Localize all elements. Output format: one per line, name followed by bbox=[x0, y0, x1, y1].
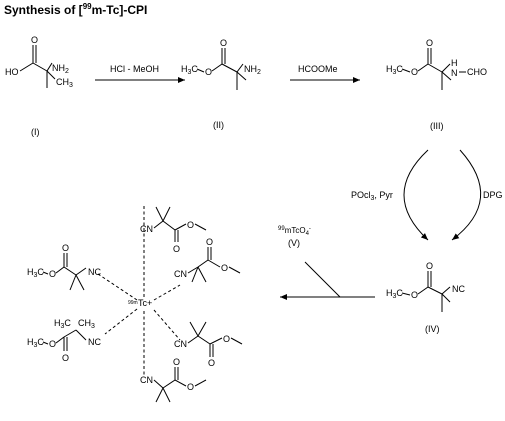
ligand-ur-cn: CN bbox=[174, 269, 187, 279]
ligand-bottom-cn: CN bbox=[140, 375, 153, 385]
label-ii: (II) bbox=[213, 120, 224, 130]
atom-nh2: NH2 bbox=[244, 64, 261, 76]
label-v: (V) bbox=[288, 238, 300, 248]
atom-n: N bbox=[451, 68, 458, 78]
atom-nc: NC bbox=[452, 284, 465, 294]
atom-o: O bbox=[31, 35, 38, 45]
compound-iv: H3C O O NC (IV) bbox=[386, 261, 465, 334]
ligand-ul-o: O bbox=[49, 269, 56, 279]
ligand-top-o2: O bbox=[187, 220, 194, 230]
reagent-hcl-meoh: HCl - MeOH bbox=[110, 64, 159, 74]
atom-o-ester: O bbox=[411, 290, 418, 300]
atom-h: H bbox=[451, 58, 458, 68]
reagent-pocl3-pyr: POcl3, Pyr bbox=[351, 190, 393, 202]
ligand-ur-o-carbonyl: O bbox=[206, 237, 213, 247]
ligand-ur-o: O bbox=[221, 263, 228, 273]
compound-iii: H3C O O H N CHO (III) bbox=[386, 38, 487, 131]
label-iii: (III) bbox=[430, 121, 444, 131]
atom-o-carbonyl: O bbox=[426, 261, 433, 271]
compound-ii: H3C O O NH2 (II) bbox=[181, 38, 261, 130]
atom-h3c: H3C bbox=[181, 64, 198, 76]
ligand-lr-o-carbonyl: O bbox=[208, 358, 215, 368]
ligand-ll-nc: NC bbox=[88, 337, 101, 347]
ligand-ul-nc: NC bbox=[88, 267, 101, 277]
ligand-lr-cn: CN bbox=[174, 339, 187, 349]
compound-i: HO O NH2 CH3 (I) bbox=[5, 35, 73, 137]
reagent-hcooMe: HCOOMe bbox=[298, 64, 338, 74]
atom-o-ester: O bbox=[411, 67, 418, 77]
ligand-ll-o-carbonyl: O bbox=[62, 353, 69, 363]
ligand-ul-o-carbonyl: O bbox=[62, 243, 69, 253]
ligand-lr-o: O bbox=[223, 334, 230, 344]
scheme-title: Synthesis of [99m-Tc]-CPI bbox=[4, 2, 148, 17]
arrow-branch bbox=[304, 261, 341, 298]
ligand-ll-ch3-top: CH3 bbox=[78, 318, 95, 330]
arrow-dpg bbox=[451, 149, 482, 241]
arrow-pocl3 bbox=[403, 149, 429, 241]
atom-ch3: CH3 bbox=[56, 77, 73, 89]
atom-o-carbonyl: O bbox=[426, 38, 433, 48]
ligand-ll-h3c: H3C bbox=[27, 337, 44, 349]
label-i: (I) bbox=[31, 127, 40, 137]
ligand-bottom-o: O bbox=[187, 382, 194, 392]
ligand-ll-h3c-top: H3C bbox=[54, 318, 71, 330]
ligand-ll-o: O bbox=[49, 339, 56, 349]
metal-isotope: 99m bbox=[128, 300, 138, 306]
ligand-top-cn: CN bbox=[140, 224, 153, 234]
atom-cho: CHO bbox=[467, 67, 487, 77]
reagent-tco4: 99mTcO4- bbox=[278, 226, 311, 237]
tc-complex: 99m Tc+ CN O O H3C O O NC H3C bbox=[27, 205, 243, 403]
ligand-top-o: O bbox=[173, 244, 180, 254]
atom-h3c: H3C bbox=[386, 288, 403, 300]
atom-ho: HO bbox=[5, 67, 19, 77]
atom-nh2: NH2 bbox=[52, 63, 69, 75]
label-iv: (IV) bbox=[425, 324, 440, 334]
atom-h3c: H3C bbox=[386, 64, 403, 76]
ligand-ul-h3c: H3C bbox=[27, 267, 44, 279]
atom-o-carbonyl: O bbox=[220, 38, 227, 48]
atom-o-ester: O bbox=[205, 67, 212, 77]
reagent-dpg: DPG bbox=[483, 190, 503, 200]
metal-center: Tc+ bbox=[138, 298, 152, 308]
ligand-bottom-o-carbonyl: O bbox=[173, 357, 180, 367]
